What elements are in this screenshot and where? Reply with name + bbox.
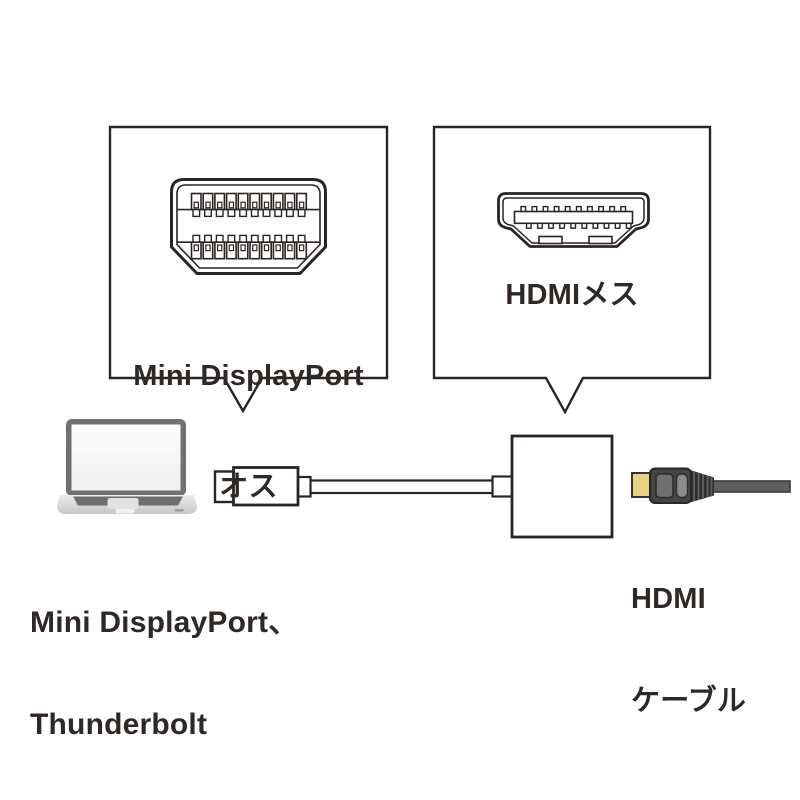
mini-dp-callout-label: Mini DisplayPort オス [108,284,389,580]
mini-dp-label-line1: Mini DisplayPort [133,360,364,392]
laptop-caption: Mini DisplayPort、 Thunderbolt 出力端子を持つ パソ… [30,538,298,800]
mini-displayport-connector-icon [170,178,327,275]
hdmi-cable-caption: HDMI ケーブル [631,514,746,786]
laptop-caption-line1: Mini DisplayPort、 [30,606,299,639]
adapter-icon [213,434,614,539]
mini-dp-label-line2: オス [219,471,278,503]
laptop-caption-line2: Thunderbolt [30,708,208,741]
hdmi-cable-caption-line1: HDMI [631,583,706,615]
callout-box-hdmi [432,125,712,415]
hdmi-cable-caption-line2: ケーブル [631,685,747,717]
laptop-icon [57,419,197,514]
hdmi-connector-icon [497,192,650,248]
hdmi-cable-icon [631,467,791,504]
hdmi-callout-label: HDMIメス [505,279,639,311]
